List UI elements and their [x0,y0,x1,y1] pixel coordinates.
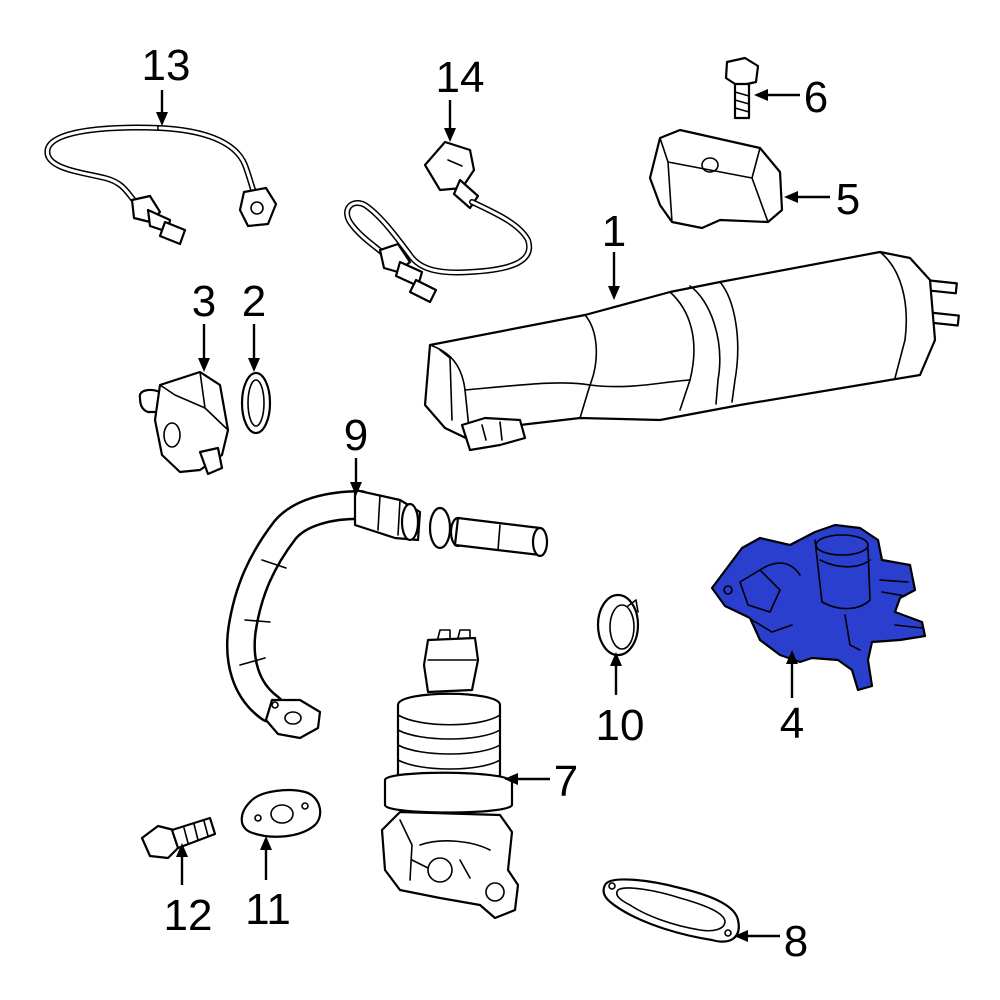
part-5-bracket[interactable] [648,128,784,230]
callout-11: 11 [245,885,291,934]
part-13-oxygen-sensor[interactable] [44,124,278,246]
callout-3: 3 [192,277,216,326]
callout-8: 8 [784,917,808,966]
part-14-oxygen-sensor[interactable] [344,140,533,304]
leader-lines [156,89,830,942]
part-7-egr-valve[interactable] [380,629,520,920]
part-11-gasket[interactable] [240,789,322,838]
part-12-bolt[interactable] [140,816,217,860]
part-10-seal[interactable] [596,593,640,657]
part-8-gasket[interactable] [602,878,740,943]
callout-7: 7 [554,757,578,806]
callout-12: 12 [164,891,213,940]
callout-13: 13 [142,41,191,90]
part-9-egr-tube[interactable] [225,488,549,740]
callout-numbers: 1 2 3 4 5 6 7 8 9 10 11 12 13 14 [142,41,861,966]
callout-5: 5 [836,175,860,224]
part-6-bolt[interactable] [724,56,760,120]
callout-14: 14 [436,53,485,102]
part-3-sensor[interactable] [138,370,230,476]
callout-1: 1 [602,207,626,256]
callout-9: 9 [344,411,368,460]
callout-4: 4 [780,699,804,748]
callout-10: 10 [596,701,645,750]
callout-2: 2 [242,277,266,326]
part-2-gasket[interactable] [240,371,272,435]
callout-6: 6 [804,73,828,122]
part-1-vapor-canister[interactable] [423,250,960,452]
part-4-valve-assembly[interactable] [710,523,927,692]
